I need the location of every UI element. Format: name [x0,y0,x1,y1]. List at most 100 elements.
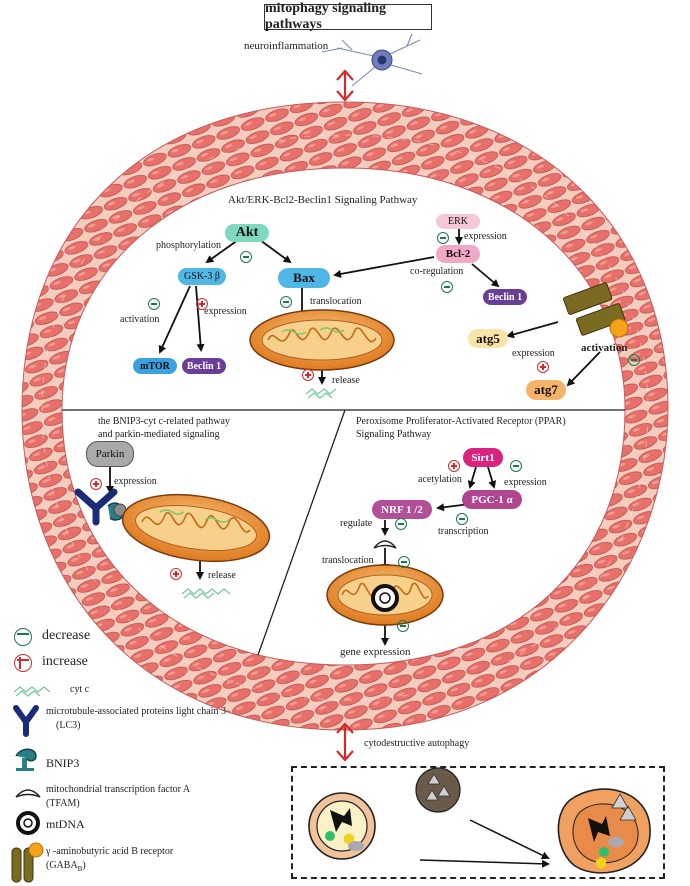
increase-icon [90,478,102,490]
label-regulate: regulate [340,518,373,529]
lc3-bnip3-complex [74,488,127,526]
increase-icon [448,460,460,472]
label-translocation-br: translocation [322,555,374,566]
node-mtor: mTOR [133,358,177,374]
legend-gaba-icon [11,842,44,883]
legend-increase-label: increase [42,654,88,669]
label-expression-atg: expression [512,348,555,359]
legend-lc3-label-2: (LC3) [56,720,81,731]
label-activation-gsk: activation [120,314,160,325]
legend-increase-icon [14,654,32,672]
decrease-icon [280,296,292,308]
gaba-label-open: (GABA [46,860,78,871]
node-gsk: GSK-3 β [178,268,226,285]
legend-lc3-label-1: microtubule-associated proteins light ch… [46,706,226,717]
arrow-sirt-pgc-b [487,466,497,489]
legend-mtdna-icon [16,811,40,835]
label-activation-gaba: activation [581,342,628,354]
bl-title-line2: and parkin-mediated signaling [98,429,220,440]
node-nrf: NRF 1 /2 [372,500,432,519]
legend-bnip3-icon [15,748,37,771]
double-arrow-top [336,69,354,102]
decrease-icon [395,518,407,530]
cytc-bl [181,588,231,599]
legend-cytc-icon [13,686,51,697]
node-parkin: Parkin [86,441,134,467]
mitochondrion-bl [121,493,271,563]
legend-lc3-icon [13,705,39,737]
gaba-label-close: ) [82,860,86,871]
cell-right [557,788,651,874]
mitochondrion-br [326,564,444,626]
arrow-bcl2-beclin [471,263,500,288]
divider-diagonal [257,409,346,656]
label-expression-parkin: expression [114,476,157,487]
neuron-icon [321,33,423,87]
label-release-bl: release [208,570,236,581]
cytc-top [305,388,337,399]
decrease-icon [240,251,252,263]
node-akt: Akt [225,224,269,242]
cell-left [308,792,376,860]
node-beclin1-right: Beclin 1 [483,289,527,305]
double-arrow-bottom [336,722,354,762]
increase-icon [196,298,208,310]
mitochondrion-top [249,309,395,371]
legend-tfam-label-2: (TFAM) [46,798,80,809]
arrow-autophagy [419,819,550,868]
node-bcl2: Bcl-2 [436,245,480,263]
node-atg5: atg5 [468,329,508,348]
legend-bnip3-label: BNIP3 [46,756,80,770]
increase-icon [170,568,182,580]
decrease-icon [456,513,468,525]
decrease-icon [398,556,410,568]
br-title-line1: Peroxisome Proliferator-Activated Recept… [356,416,566,427]
legend-decrease-label: decrease [42,628,91,643]
label-expression-erk: expression [464,231,507,242]
bl-title-line1: the BNIP3-cyt c-related pathway [98,416,230,427]
label-expression-gsk: expression [204,306,247,317]
label-acetylation: acetylation [418,474,462,485]
decrease-icon [397,620,409,632]
increase-icon [302,369,314,381]
arrow-gsk-beclin [195,285,205,352]
tfam-icon-main [373,540,397,549]
legend-tfam-icon [15,789,41,798]
decrease-icon [628,354,640,366]
node-pgc: PGC-1 α [462,490,522,509]
legend-gaba-label-1: γ -aminobutyric acid B receptor [46,846,174,857]
gaba-label-sub: B [77,865,83,873]
label-transcription: transcription [438,526,489,537]
decrease-icon [441,281,453,293]
arrow-akt-gsk [205,239,239,264]
label-phosphorylation: phosphorylation [156,240,221,251]
legend-decrease-icon [14,628,32,646]
label-co-regulation: co-regulation [410,266,464,277]
label-translocation-bax: translocation [310,296,362,307]
increase-icon [537,361,549,373]
gaba-receptor [563,282,629,338]
label-gene-expression: gene expression [340,646,411,658]
label-release-top: release [332,375,360,386]
node-bax: Bax [278,268,330,288]
inhibit-bax-mito [292,288,312,314]
node-beclin1-left: Beclin 1 [182,358,226,374]
node-atg7: atg7 [526,380,566,400]
label-cytodestructive-autophagy: cytodestructive autophagy [364,738,470,749]
arrow-akt-bax [259,239,292,264]
decrease-icon [148,298,160,310]
legend-mtdna-label: mtDNA [46,817,85,831]
top-section-title: Akt/ERK-Bcl2-Beclin1 Signaling Pathway [228,194,418,206]
main-title: mitophagy signaling pathways [264,1,432,32]
legend-tfam-label-1: mitochondrial transcription factor A [46,784,191,795]
label-expression-pgc: expression [504,477,547,488]
arrow-bcl2-bax [333,256,435,278]
autophagy-box [291,766,665,879]
node-erk: ERK [436,214,480,229]
arrow-gaba-atg5 [506,321,559,339]
decrease-icon [437,232,449,244]
br-title-line2: Signaling Pathway [356,429,432,440]
arrow-sirt-pgc-a [467,466,477,489]
node-sirt1: Sirt1 [463,448,503,467]
legend-cytc-label: cyt c [70,684,90,695]
